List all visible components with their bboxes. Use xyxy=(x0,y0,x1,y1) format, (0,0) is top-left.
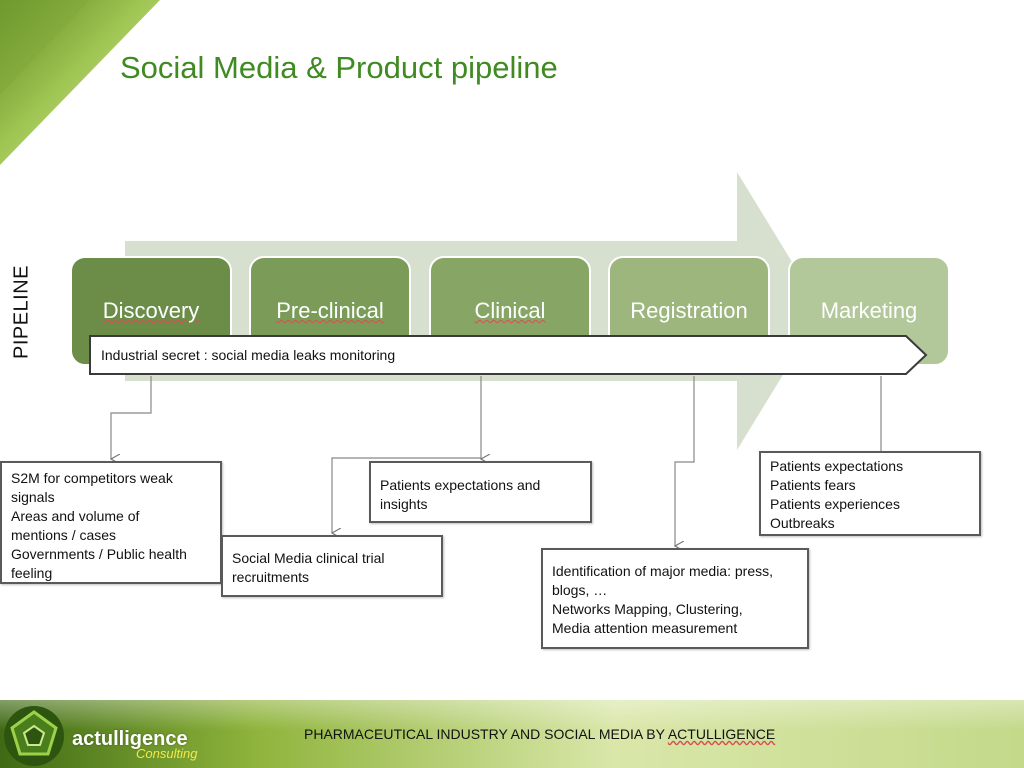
box-line: Media attention measurement xyxy=(552,620,738,636)
box-line: Patients expectations xyxy=(770,458,904,474)
box-line: S2M for competitors weak xyxy=(11,470,173,486)
box-line: Patients expectations and xyxy=(380,477,541,493)
box-line: Identification of major media: press, xyxy=(552,563,773,579)
logo-icon xyxy=(4,706,64,766)
box-clinical-insights: Patients expectations and insights xyxy=(369,461,592,523)
footer-text-prefix: PHARMACEUTICAL INDUSTRY AND SOCIAL MEDIA… xyxy=(304,726,668,742)
box-line: Areas and volume of xyxy=(11,508,140,524)
box-line: Networks Mapping, Clustering, xyxy=(552,601,743,617)
banner-text: Industrial secret : social media leaks m… xyxy=(101,347,396,363)
box-line: signals xyxy=(11,489,55,505)
connector-clinical-recruit xyxy=(332,457,481,533)
box-line: Patients experiences xyxy=(770,496,900,512)
stage-label-registration: Registration xyxy=(630,298,748,323)
box-line: recruitments xyxy=(232,569,310,585)
logo-name: actulligence xyxy=(72,728,188,750)
box-line: Outbreaks xyxy=(770,515,835,531)
box-line: insights xyxy=(380,496,428,512)
box-line: Governments / Public health xyxy=(11,546,187,562)
logo-subtitle: Consulting xyxy=(136,746,198,761)
box-clinical-recruitments: Social Media clinical trial recruitments xyxy=(221,535,443,597)
box-line: mentions / cases xyxy=(11,527,117,543)
footer-text: PHARMACEUTICAL INDUSTRY AND SOCIAL MEDIA… xyxy=(304,726,775,742)
stage-label-preclinical: Pre-clinical xyxy=(276,298,384,323)
stage-label-discovery: Discovery xyxy=(102,298,200,323)
box-line: feeling xyxy=(11,565,53,581)
stage-label-marketing: Marketing xyxy=(820,298,918,323)
footer-band xyxy=(0,700,1024,768)
connector-discovery xyxy=(111,376,152,459)
stage-label-clinical: Clinical xyxy=(474,298,546,323)
corner-decoration xyxy=(0,0,160,165)
slide-title: Social Media & Product pipeline xyxy=(120,50,558,85)
connector-registration xyxy=(675,376,695,546)
box-registration-media: Identification of major media: press, bl… xyxy=(541,548,809,649)
footer-text-brand: ACTULLIGENCE xyxy=(667,726,776,742)
box-line: blogs, … xyxy=(552,582,608,598)
box-line: Patients fears xyxy=(770,477,856,493)
box-discovery-signals: S2M for competitors weak signals Areas a… xyxy=(0,461,222,584)
box-line: Social Media clinical trial xyxy=(232,550,385,566)
box-marketing-patients: Patients expectations Patients fears Pat… xyxy=(759,451,981,536)
